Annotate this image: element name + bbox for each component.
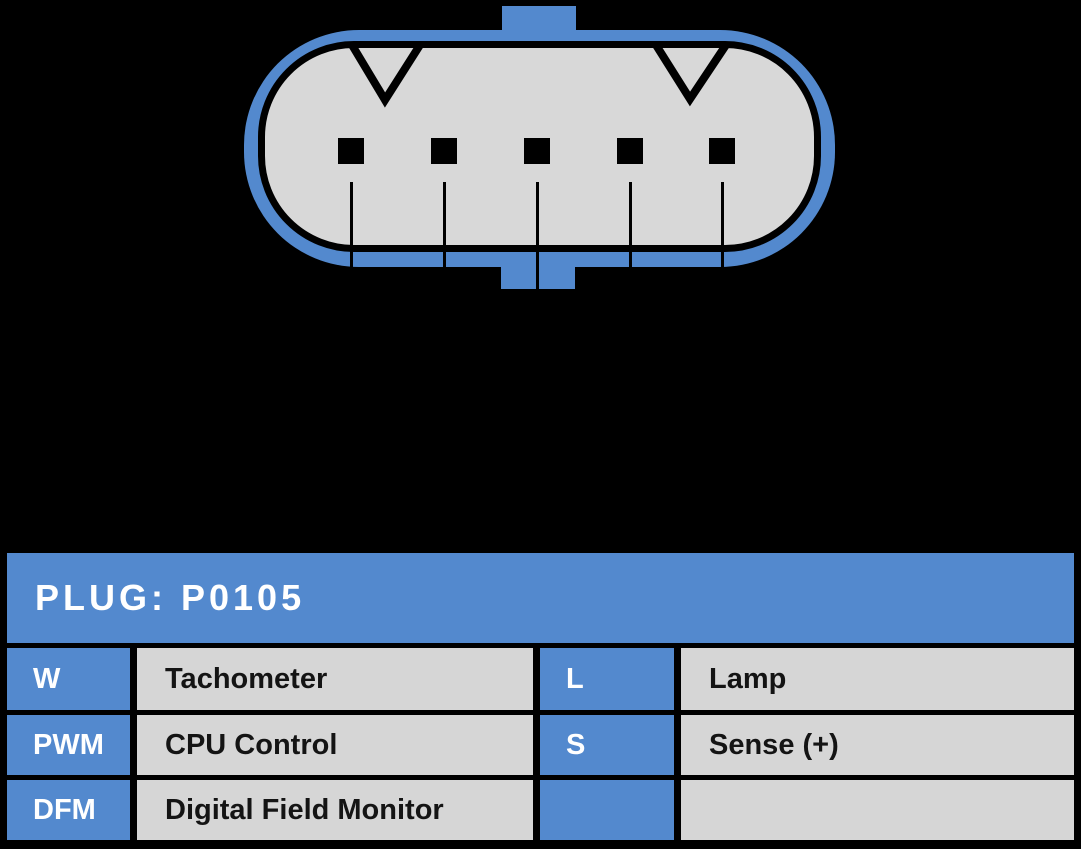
- pin-2-leader-line: [443, 182, 446, 267]
- pin-1-square: [338, 138, 364, 164]
- pin-desc-cell: CPU Control: [137, 715, 533, 775]
- pin-5-leader-line: [721, 182, 724, 267]
- pin-desc-cell: Lamp: [681, 648, 1074, 710]
- pin-label-cell: W: [7, 648, 130, 710]
- pin-4-square: [617, 138, 643, 164]
- pin-label-cell: S: [540, 715, 674, 775]
- pin-label-cell: DFM: [7, 780, 130, 840]
- pin-2-square: [431, 138, 457, 164]
- pin-label-cell: PWM: [7, 715, 130, 775]
- connector-diagram: [0, 0, 1081, 300]
- plug-title: PLUG: P0105: [7, 553, 1074, 643]
- plug-table: PLUG: P0105 W Tachometer L Lamp PWM CPU …: [0, 547, 1081, 849]
- pin-label-cell: L: [540, 648, 674, 710]
- pin-label-cell: [540, 780, 674, 840]
- pin-desc-cell: Sense (+): [681, 715, 1074, 775]
- pin-5-square: [709, 138, 735, 164]
- pin-1-leader-line: [350, 182, 353, 267]
- pin-desc-cell: Tachometer: [137, 648, 533, 710]
- pin-desc-cell: [681, 780, 1074, 840]
- pin-3-square: [524, 138, 550, 164]
- pin-desc-cell: Digital Field Monitor: [137, 780, 533, 840]
- pin-4-leader-line: [629, 182, 632, 267]
- pin-3-leader-line: [536, 182, 539, 289]
